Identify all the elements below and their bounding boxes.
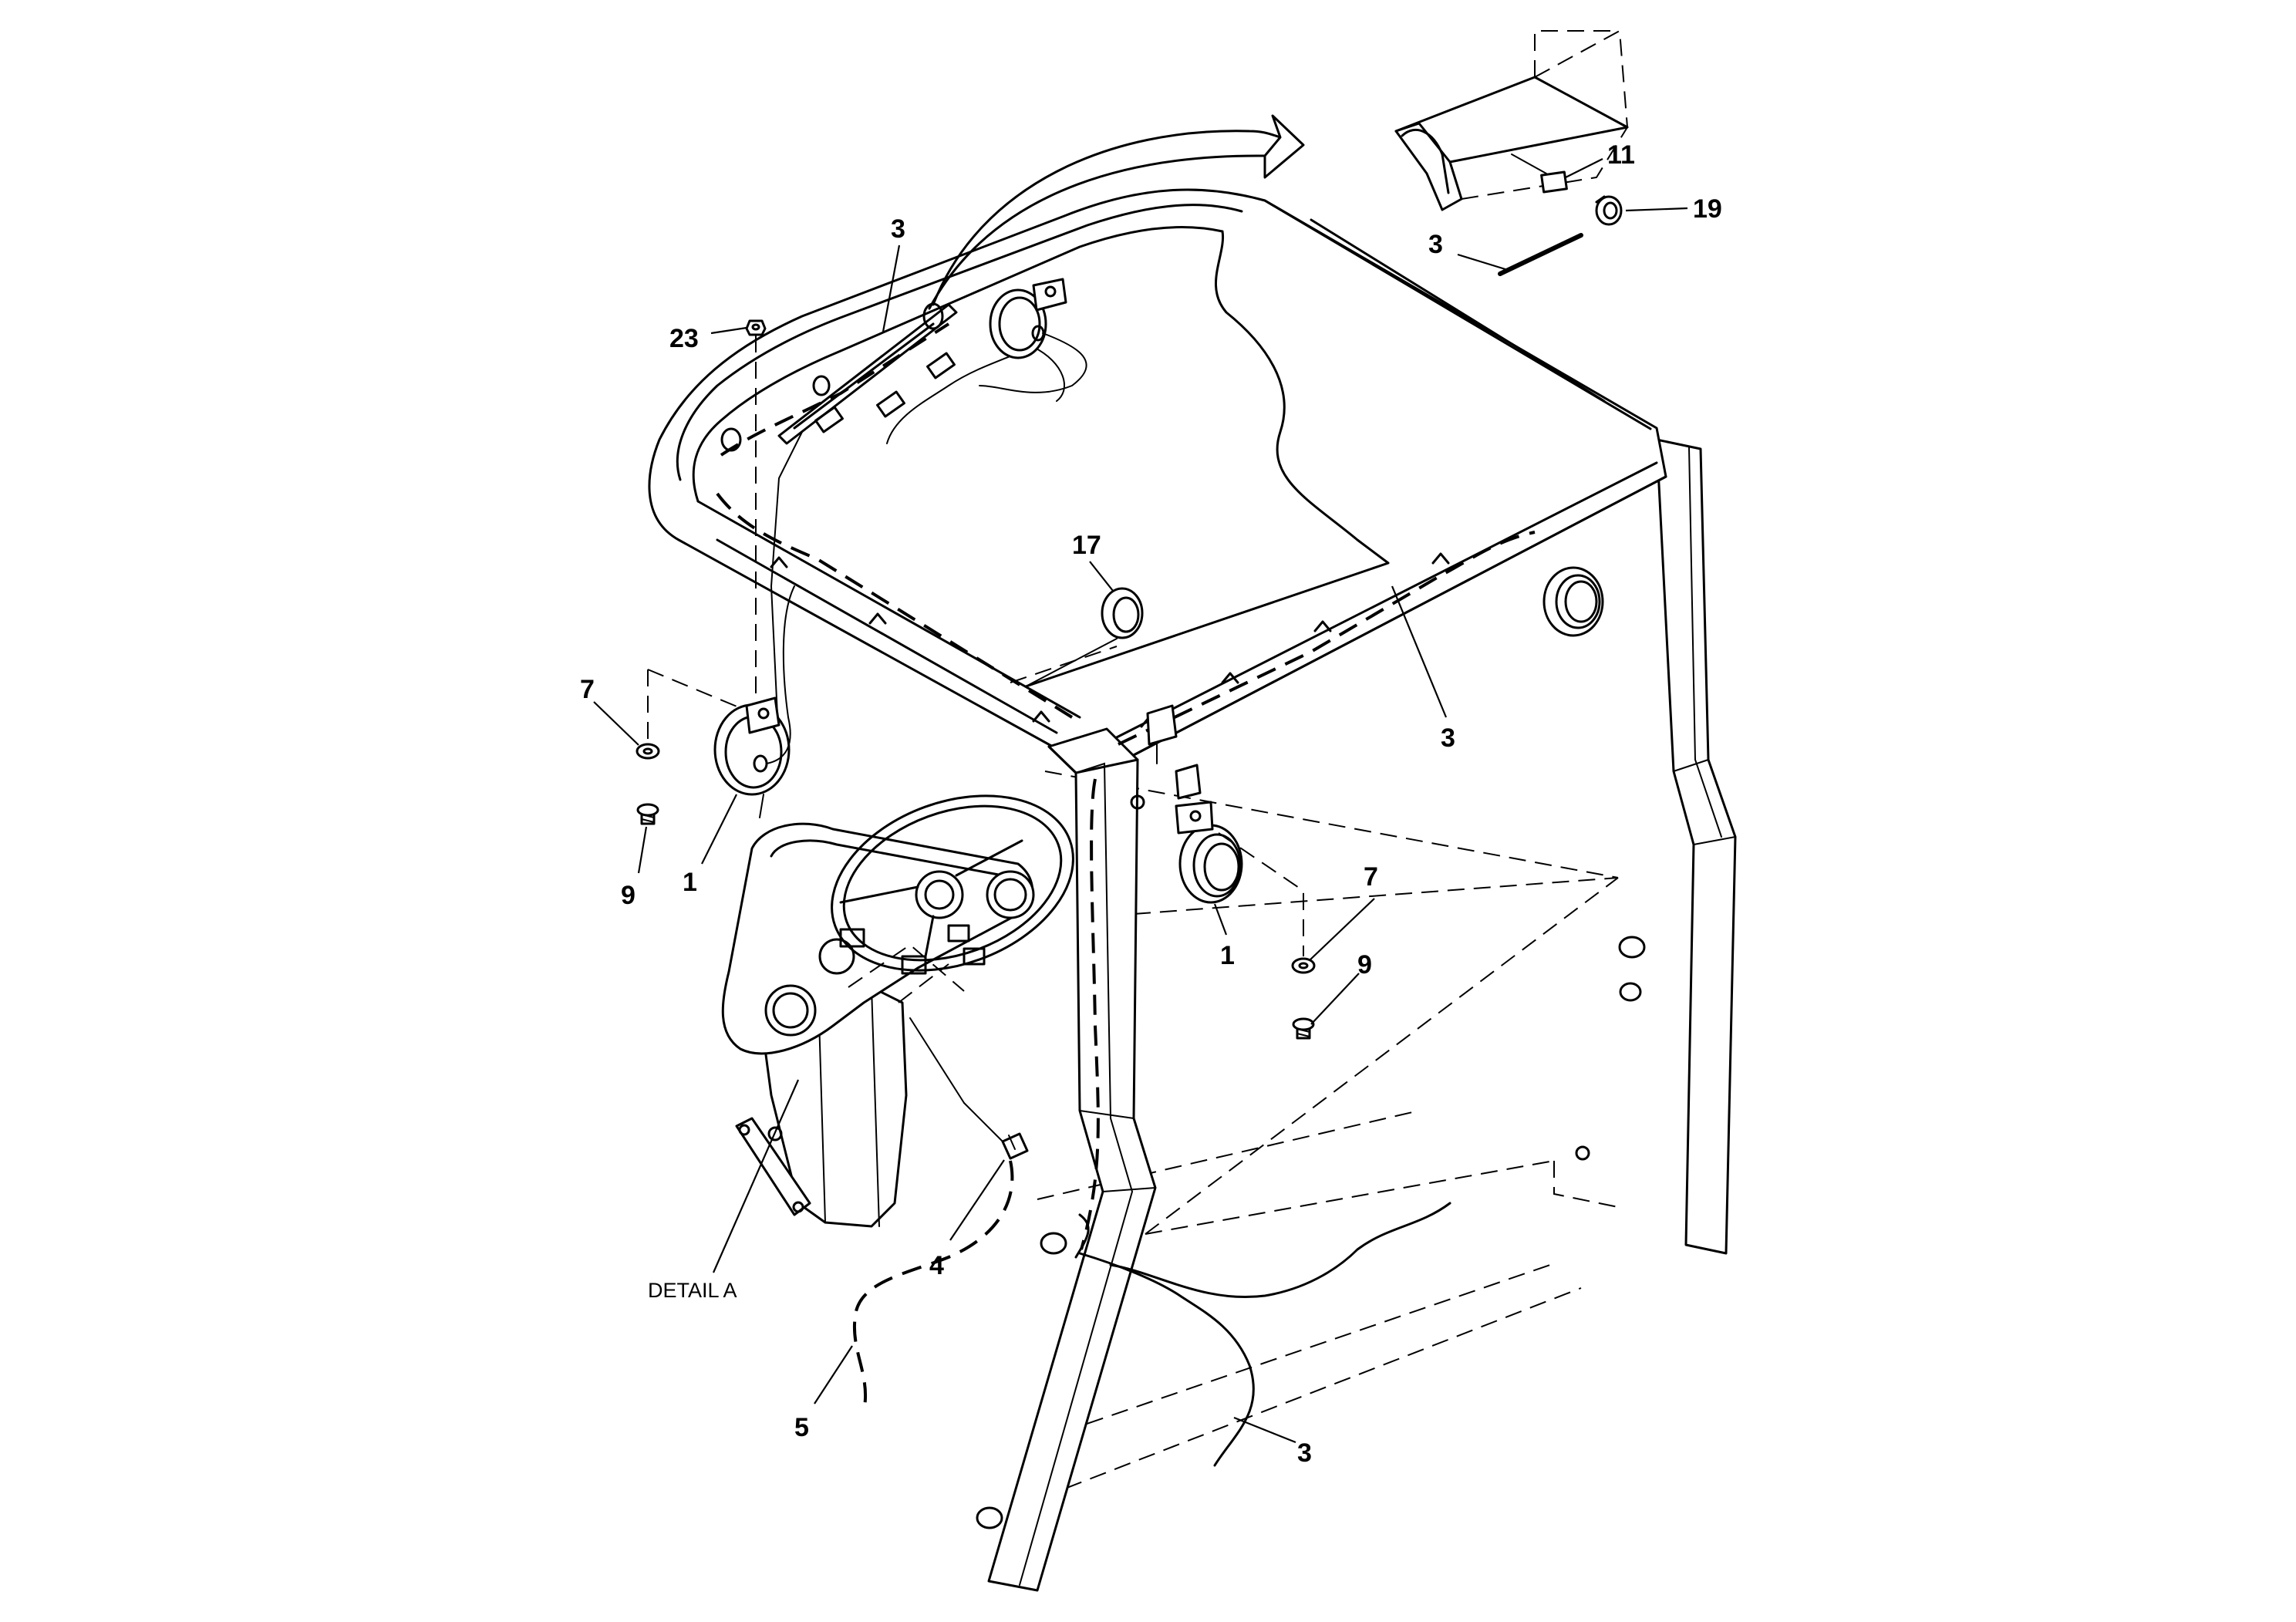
right-beacon-light: [1175, 801, 1243, 904]
callout-1-right: 1: [1220, 941, 1235, 970]
direction-arrow: [928, 114, 1305, 310]
callout-17: 17: [1072, 531, 1101, 560]
heat-shrink-tube-detail: [1394, 29, 1629, 211]
callout-4: 4: [929, 1251, 944, 1280]
washer-7-left: [636, 743, 660, 760]
leader-lines: [593, 158, 1688, 1444]
nut-23: [745, 319, 767, 336]
connector-4: [909, 1017, 1029, 1160]
canopy-roof: [648, 188, 1667, 764]
rear-beacon-light: [1542, 566, 1604, 637]
harness-3-lower: [1074, 1202, 1451, 1467]
right-rear-leg: [1575, 438, 1737, 1255]
callout-3-right: 3: [1441, 723, 1455, 753]
callout-3-shrink: 3: [1428, 230, 1443, 259]
harness-5: [852, 1160, 1014, 1412]
screw-9-right: [1292, 1017, 1315, 1040]
callout-11: 11: [1607, 140, 1635, 170]
callout-1-left: 1: [683, 868, 697, 897]
screw-9-left: [636, 803, 659, 825]
upper-beacon-light: [979, 278, 1087, 393]
callout-7-left: 7: [580, 675, 595, 704]
steering-console: [721, 794, 1074, 1228]
detail-a-label: DETAIL A: [648, 1279, 737, 1302]
harness-segment-3-detail: [1498, 233, 1583, 276]
front-left-leg: [976, 727, 1157, 1592]
hardware-exploded-lines: [647, 336, 1304, 956]
grommet-17: [1025, 587, 1144, 687]
callout-19: 19: [1693, 194, 1722, 224]
callout-labels: 11 19 3 3 23 17 3 7 9 1 1 7 9 4 5 3 DETA…: [580, 140, 1722, 1468]
callout-5: 5: [794, 1413, 809, 1442]
corner-bracket: [1146, 704, 1202, 800]
callout-23: 23: [669, 324, 699, 353]
left-beacon-light: [713, 585, 795, 818]
callout-9-left: 9: [621, 881, 636, 910]
callout-3-bottom: 3: [1297, 1438, 1312, 1468]
washer-7-right: [1291, 957, 1316, 974]
hose-clamp-19: [1595, 195, 1623, 226]
callout-3-top: 3: [891, 214, 905, 244]
callout-9-right: 9: [1357, 950, 1372, 980]
callout-7-right: 7: [1364, 862, 1378, 892]
